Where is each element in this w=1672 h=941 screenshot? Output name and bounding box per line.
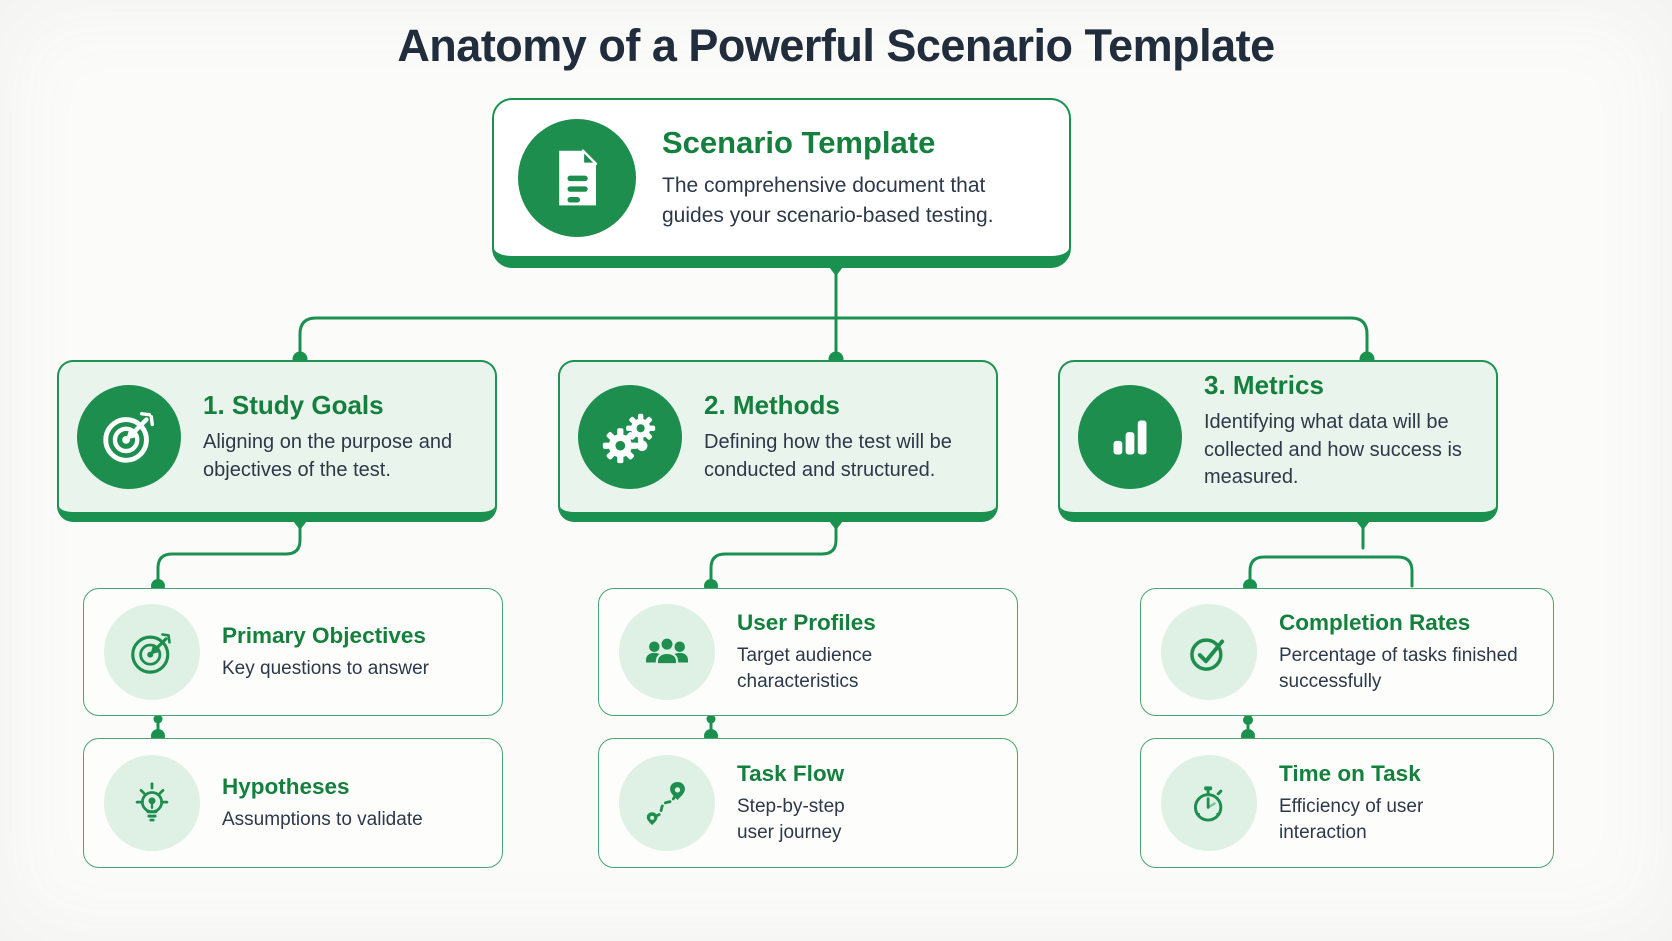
root-description: The comprehensive document that guides y… (662, 174, 994, 227)
branch-card-study-goals: 1. Study Goals Aligning on the purpose a… (57, 360, 497, 522)
sub-text: User Profiles Target audience characteri… (737, 610, 887, 695)
target-icon (77, 385, 181, 489)
sub-title: Time on Task (1279, 760, 1421, 786)
root-card: Scenario Template The comprehensive docu… (492, 98, 1071, 268)
sub-description: Assumptions to validate (222, 808, 423, 830)
users-icon (619, 604, 715, 700)
sub-text: Completion Rates Percentage of tasks fin… (1279, 610, 1533, 695)
branch-card-metrics: 3. Metrics Identifying what data will be… (1058, 360, 1498, 522)
branch-text: 1. Study Goals Aligning on the purpose a… (203, 390, 473, 484)
target-outline-icon (104, 604, 200, 700)
root-text: Scenario Template The comprehensive docu… (662, 125, 1036, 231)
sub-title: Completion Rates (1279, 609, 1471, 635)
branch-card-methods: 2. Methods Defining how the test will be… (558, 360, 998, 522)
sub-text: Hypotheses Assumptions to validate (222, 774, 423, 833)
sub-card-task-flow: Task Flow Step-by-step user journey (598, 738, 1018, 868)
sub-title: Primary Objectives (222, 622, 426, 648)
sub-description: Step-by-step user journey (737, 795, 845, 843)
sub-text: Task Flow Step-by-step user journey (737, 761, 865, 846)
sub-card-hypotheses: Hypotheses Assumptions to validate (83, 738, 503, 868)
sub-card-completion-rates: Completion Rates Percentage of tasks fin… (1140, 588, 1554, 716)
sub-card-user-profiles: User Profiles Target audience characteri… (598, 588, 1018, 716)
branch-text: 3. Metrics Identifying what data will be… (1204, 370, 1474, 492)
sub-title: User Profiles (737, 609, 876, 635)
sub-description: Key questions to answer (222, 657, 430, 679)
document-icon (518, 119, 636, 237)
sub-description: Efficiency of user interaction (1279, 795, 1424, 843)
route-icon (619, 755, 715, 851)
page-title: Anatomy of a Powerful Scenario Template (397, 20, 1275, 71)
branch-description: Identifying what data will be collected … (1204, 411, 1462, 488)
sub-title: Hypotheses (222, 773, 350, 799)
sub-text: Time on Task Efficiency of user interact… (1279, 761, 1449, 846)
branch-title: 1. Study Goals (203, 390, 384, 420)
branch-text: 2. Methods Defining how the test will be… (704, 390, 974, 484)
root-title: Scenario Template (662, 125, 936, 160)
branch-description: Aligning on the purpose and objectives o… (203, 431, 453, 481)
sub-title: Task Flow (737, 760, 845, 786)
sub-description: Target audience characteristics (737, 644, 873, 692)
sub-card-primary-objectives: Primary Objectives Key questions to answ… (83, 588, 503, 716)
branch-title: 3. Metrics (1204, 370, 1324, 400)
lightbulb-icon (104, 755, 200, 851)
gears-icon (578, 385, 682, 489)
sub-description: Percentage of tasks finished successfull… (1279, 644, 1518, 692)
bar-chart-icon (1078, 385, 1182, 489)
branch-description: Defining how the test will be conducted … (704, 431, 952, 481)
check-circle-icon (1161, 604, 1257, 700)
branch-title: 2. Methods (704, 390, 840, 420)
stopwatch-icon (1161, 755, 1257, 851)
sub-card-time-on-task: Time on Task Efficiency of user interact… (1140, 738, 1554, 868)
sub-text: Primary Objectives Key questions to answ… (222, 623, 429, 682)
